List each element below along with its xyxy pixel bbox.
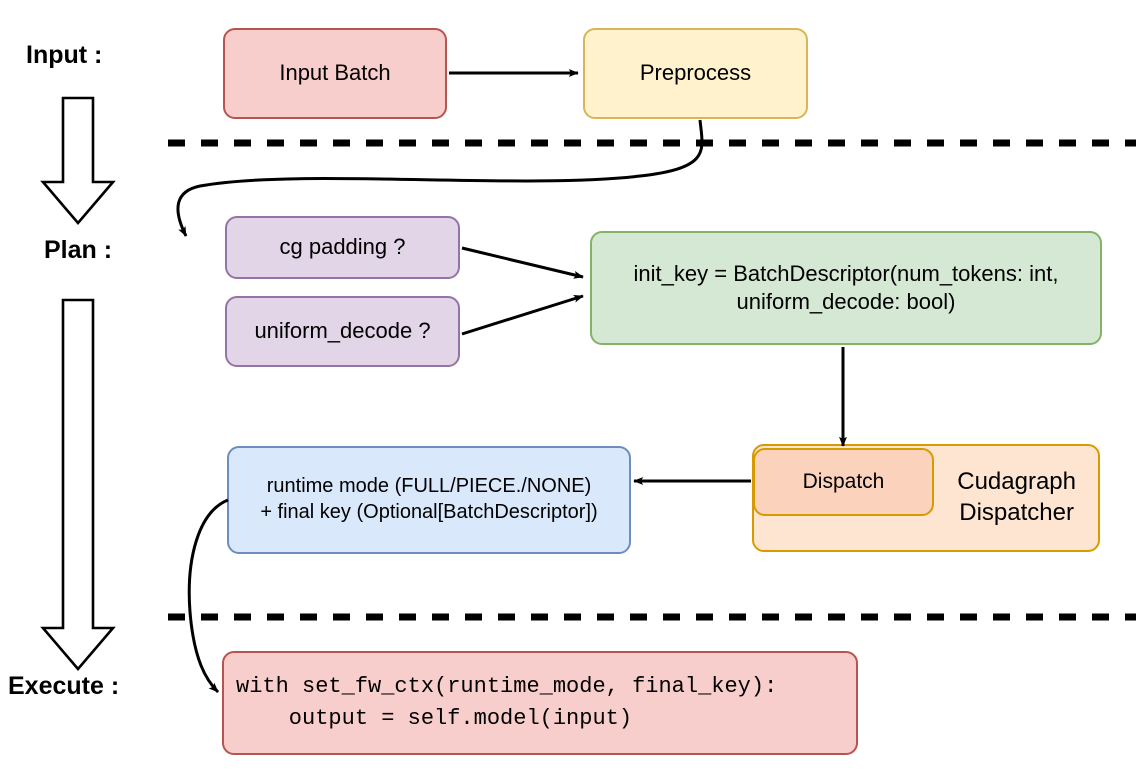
node-exec-code[interactable]: with set_fw_ctx(runtime_mode, final_key)… bbox=[222, 651, 858, 755]
connector-uniform-decode-to-init-key bbox=[461, 294, 584, 336]
node-uniform-decode[interactable]: uniform_decode ? bbox=[225, 296, 460, 367]
stage-arrow-input-to-plan bbox=[40, 96, 116, 226]
node-init-key[interactable]: init_key = BatchDescriptor(num_tokens: i… bbox=[590, 231, 1102, 345]
node-cg-padding[interactable]: cg padding ? bbox=[225, 216, 460, 279]
stage-label-execute: Execute : bbox=[8, 672, 120, 700]
connector-cg-padding-to-init-key bbox=[461, 246, 584, 279]
node-runtime-mode[interactable]: runtime mode (FULL/PIECE./NONE) + final … bbox=[227, 446, 631, 554]
node-input-batch[interactable]: Input Batch bbox=[223, 28, 447, 119]
stage-arrow-plan-to-execute bbox=[40, 298, 116, 672]
stage-label-input: Input : bbox=[26, 41, 103, 69]
stage-label-plan: Plan : bbox=[44, 236, 113, 264]
node-dispatch[interactable]: Dispatch bbox=[753, 448, 934, 516]
node-preprocess[interactable]: Preprocess bbox=[583, 28, 808, 119]
